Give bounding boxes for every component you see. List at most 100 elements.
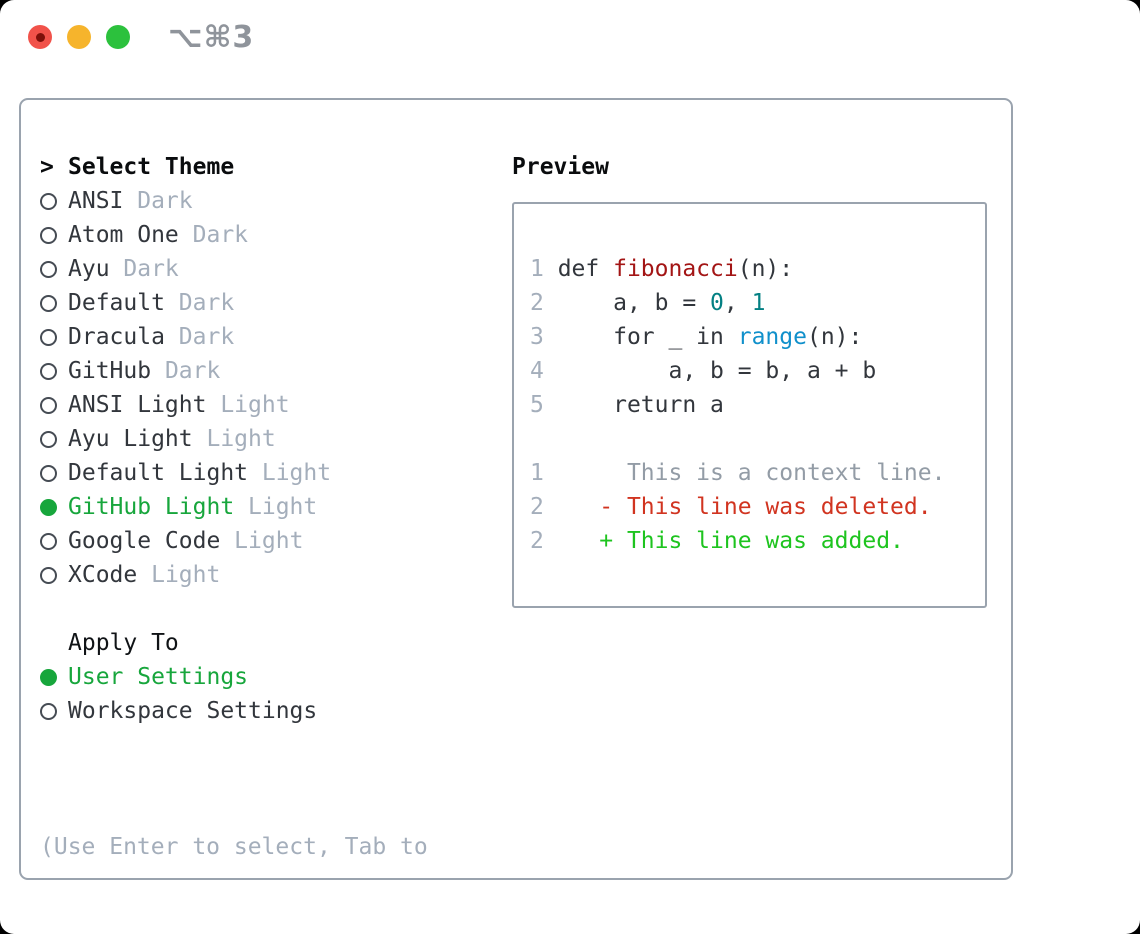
select-theme-heading: Select Theme	[68, 154, 235, 180]
code-token-code: return a	[557, 392, 724, 418]
icon-cell	[40, 294, 68, 312]
icon-cell	[40, 396, 68, 414]
close-button[interactable]	[28, 25, 52, 49]
theme-option-default[interactable]: Default Dark	[40, 286, 428, 320]
code-token-code: ,	[723, 290, 752, 316]
icon-cell	[40, 532, 68, 550]
code-token-line_number: 1	[530, 460, 558, 486]
option-label: Default	[68, 290, 165, 316]
selection-cursor-icon: >	[40, 154, 54, 180]
code-line: 4 a, b = b, a + b	[530, 354, 985, 388]
code-token-line_number: 2	[530, 290, 558, 316]
apply-to-heading: Apply To	[68, 630, 179, 656]
code-token-added: + This line was added.	[557, 528, 904, 554]
theme-option-ansi[interactable]: ANSI Dark	[40, 184, 428, 218]
code-token-line_number: 2	[530, 494, 558, 520]
theme-option-ayu[interactable]: Ayu Dark	[40, 252, 428, 286]
radio-icon	[40, 702, 57, 720]
option-label: Google Code	[68, 528, 221, 554]
apply-to-heading-row: Apply To	[40, 626, 428, 660]
option-variant-label: Light	[192, 426, 276, 452]
zoom-button[interactable]	[106, 25, 130, 49]
theme-option-google-code[interactable]: Google Code Light	[40, 524, 428, 558]
icon-cell	[40, 430, 68, 448]
hint-line-1: (Use Enter to select, Tab to	[40, 834, 428, 860]
theme-option-default-light[interactable]: Default Light Light	[40, 456, 428, 490]
theme-option-dracula[interactable]: Dracula Dark	[40, 320, 428, 354]
theme-option-ansi-light[interactable]: ANSI Light Light	[40, 388, 428, 422]
code-token-number: 0	[710, 290, 724, 316]
code-token-function: fibonacci	[613, 256, 738, 282]
preview-heading: Preview	[512, 154, 609, 180]
apply-option-workspace-settings[interactable]: Workspace Settings	[40, 694, 428, 728]
icon-cell	[40, 362, 68, 380]
radio-icon	[40, 192, 57, 210]
radio-icon	[40, 260, 57, 278]
radio-icon	[40, 294, 57, 312]
icon-cell	[40, 260, 68, 278]
titlebar: ⌥⌘3	[0, 0, 1140, 74]
radio-icon	[40, 362, 57, 380]
theme-option-github[interactable]: GitHub Dark	[40, 354, 428, 388]
radio-icon	[40, 532, 57, 550]
code-token-code: (n):	[806, 324, 863, 350]
spacer	[40, 592, 428, 626]
option-label: Dracula	[68, 324, 165, 350]
option-variant-label: Light	[220, 528, 304, 554]
radio-icon	[40, 226, 57, 244]
code-line: 3 for _ in range(n):	[530, 320, 985, 354]
minimize-button[interactable]	[67, 25, 91, 49]
apply-option-user-settings[interactable]: User Settings	[40, 660, 428, 694]
option-variant-label: Light	[137, 562, 221, 588]
spacer	[40, 728, 428, 762]
unsaved-changes-dot	[35, 32, 45, 42]
radio-selected-icon	[40, 498, 57, 516]
code-token-context: This is a context line.	[557, 460, 946, 486]
option-label: Ayu Light	[68, 426, 193, 452]
code-token-deleted: - This line was deleted.	[557, 494, 932, 520]
theme-option-xcode[interactable]: XCode Light	[40, 558, 428, 592]
radio-icon	[40, 396, 57, 414]
radio-icon	[40, 430, 57, 448]
theme-option-ayu-light[interactable]: Ayu Light Light	[40, 422, 428, 456]
code-token-line_number: 2	[530, 528, 558, 554]
window-title: ⌥⌘3	[168, 20, 255, 55]
code-token-line_number: 4	[530, 358, 558, 384]
theme-option-atom-one[interactable]: Atom One Dark	[40, 218, 428, 252]
option-variant-label: Dark	[164, 324, 235, 350]
icon-cell	[40, 702, 68, 720]
option-label: ANSI	[68, 188, 124, 214]
icon-cell	[40, 464, 68, 482]
option-label: Default Light	[68, 460, 249, 486]
code-line: 1 This is a context line.	[530, 456, 985, 490]
icon-cell	[40, 192, 68, 210]
option-variant-label: Dark	[151, 358, 221, 384]
option-label: GitHub	[68, 358, 152, 384]
select-theme-heading-row: > Select Theme	[40, 150, 428, 184]
code-token-number: 1	[751, 290, 766, 316]
code-line: 2 a, b = 0, 1	[530, 286, 985, 320]
code-line: 1 def fibonacci(n):	[530, 252, 985, 286]
radio-selected-icon	[40, 668, 57, 686]
code-token-code: def	[557, 256, 614, 282]
hint-text: (Use Enter to select, Tab to change focu…	[40, 762, 428, 934]
code-token-code: a, b =	[557, 290, 711, 316]
option-variant-label: Dark	[123, 188, 193, 214]
icon-cell	[40, 328, 68, 346]
option-variant-label: Dark	[164, 290, 235, 316]
option-variant-label: Light	[234, 494, 318, 520]
option-variant-label: Light	[206, 392, 290, 418]
option-label: GitHub Light	[68, 494, 235, 520]
code-line: 2 + This line was added.	[530, 524, 985, 558]
theme-option-github-light[interactable]: GitHub Light Light	[40, 490, 428, 524]
radio-icon	[40, 464, 57, 482]
code-line: 2 - This line was deleted.	[530, 490, 985, 524]
radio-icon	[40, 328, 57, 346]
code-line: 5 return a	[530, 388, 985, 422]
